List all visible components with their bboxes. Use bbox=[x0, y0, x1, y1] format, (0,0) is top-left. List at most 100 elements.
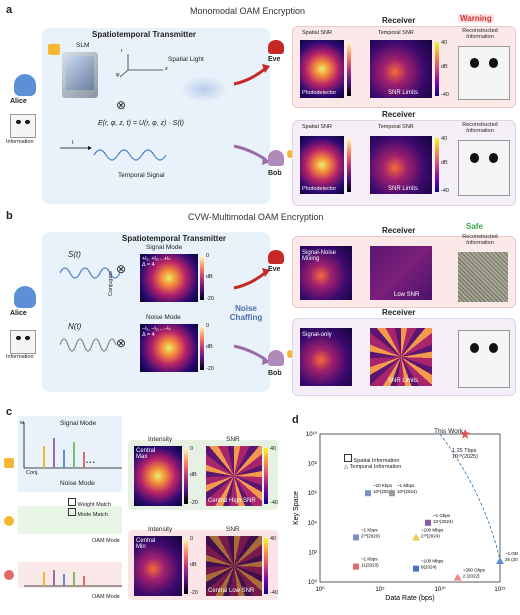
c-snr-colorbar-1 bbox=[264, 448, 268, 504]
c-snr-label-2: SNR bbox=[226, 526, 240, 533]
bob-cbar-top: 40 bbox=[441, 136, 448, 142]
temporal-signal-label: Temporal Signal bbox=[118, 172, 165, 179]
b-bob-avatar-icon bbox=[268, 350, 284, 366]
bob-reconstructed-label: Reconstructed Information bbox=[462, 122, 498, 134]
y-tick-label: 10⁰ bbox=[308, 579, 318, 586]
c-ellipsis: • • • bbox=[86, 460, 95, 466]
b-eve-receiver-title: Receiver bbox=[382, 226, 416, 235]
chart-frame bbox=[319, 433, 501, 583]
data-point-triangle bbox=[412, 533, 420, 541]
data-point-square bbox=[425, 519, 431, 526]
temporal-signal-wave bbox=[60, 146, 167, 161]
data-point-star bbox=[460, 429, 471, 439]
noise-tensor-icon: ⊗ bbox=[116, 336, 127, 350]
data-point-square bbox=[353, 534, 359, 541]
panel-c-letter: c bbox=[6, 406, 13, 418]
b-eve-temporal-map bbox=[370, 246, 432, 300]
central-low-snr-map bbox=[206, 536, 262, 596]
data-point-label: 2¹⁰(2020) bbox=[361, 533, 380, 538]
c-signal-mode-label: Signal Mode bbox=[60, 420, 97, 427]
noise-chaffing-label: Noise Chaffing bbox=[229, 304, 263, 322]
noise-mode-map bbox=[140, 324, 198, 372]
legend-temporal-label: Temporal Information bbox=[349, 464, 402, 470]
noise-colorbar bbox=[200, 326, 204, 370]
b-eve-spatial-map bbox=[300, 246, 352, 300]
data-point-triangle bbox=[453, 573, 462, 581]
data-point-square bbox=[389, 490, 395, 497]
signal-wave bbox=[60, 267, 120, 279]
safe-badge: Safe bbox=[466, 222, 483, 231]
weight-match-box bbox=[18, 506, 122, 534]
bob-key-icon bbox=[287, 150, 293, 158]
slm-label: SLM bbox=[76, 42, 90, 49]
x-tick-label: 10¹⁰ bbox=[434, 586, 446, 593]
data-point-triangle bbox=[496, 557, 504, 565]
central-max-label: Central Max bbox=[136, 448, 156, 460]
panel-b-letter: b bbox=[6, 210, 13, 222]
this-work-detail: 1.25 Tbps 10¹⁰(2025) bbox=[452, 448, 479, 460]
eve-label: Eve bbox=[268, 56, 281, 63]
data-point-label: 26 (2014) bbox=[505, 557, 518, 562]
data-point-label: ~1 Gbps bbox=[433, 513, 451, 518]
eve-avatar-icon bbox=[268, 40, 284, 54]
data-point-label: ~1 Kbps bbox=[361, 527, 378, 532]
transmitter-title: Spatiotemporal Transmitter bbox=[92, 30, 197, 39]
bob-spatial-colorbar bbox=[347, 138, 351, 192]
equation-label: E(r, φ, z, t) = U(r, φ, z) · S(t) bbox=[98, 120, 184, 127]
bob-cbar-unit: dB bbox=[441, 160, 448, 166]
c-snr-label-1: SNR bbox=[226, 436, 240, 443]
bob-spatial-snr-label: Spatial SNR bbox=[302, 124, 332, 130]
b-information-label: Information bbox=[6, 354, 34, 360]
data-point-label: ~100 Mbps bbox=[421, 559, 444, 564]
b-alice-label: Alice bbox=[10, 310, 27, 317]
data-point-square bbox=[365, 490, 371, 497]
noise-cbar-unit: dB bbox=[206, 344, 213, 350]
bob-reconstructed-image bbox=[458, 140, 510, 196]
warning-badge: Warning bbox=[458, 14, 494, 23]
bob-temporal-colorbar bbox=[435, 138, 439, 192]
b-eve-label: Eve bbox=[268, 266, 281, 273]
bob-avatar-icon bbox=[268, 150, 284, 166]
eve-reconstructed-image bbox=[458, 46, 510, 100]
bob-label: Bob bbox=[268, 170, 282, 177]
b-bob-temporal-map bbox=[370, 328, 432, 386]
bob-photodetector-label: Photodetector bbox=[302, 186, 337, 192]
eve-temporal-colorbar bbox=[435, 42, 439, 96]
information-label: Information bbox=[6, 139, 34, 145]
data-point-label: ~300 Gbps bbox=[463, 568, 486, 573]
b-eve-noise-image bbox=[458, 252, 508, 302]
b-bob-reconstructed-image bbox=[458, 330, 510, 388]
b-channel-arrows bbox=[233, 268, 270, 365]
data-point-label: ~100 Mbps bbox=[421, 527, 444, 532]
data-point-label: 10⁴(2024) bbox=[433, 519, 453, 524]
b-alice-avatar-icon bbox=[14, 286, 36, 308]
eve-cbar-unit: dB bbox=[441, 64, 448, 70]
c-snr-bottom-2: -40 bbox=[270, 590, 278, 596]
b-transmitter-title: Spatiotemporal Transmitter bbox=[122, 234, 227, 243]
bob-temporal-snr-map bbox=[370, 136, 432, 194]
bob-temporal-snr-label: Temporal SNR bbox=[378, 124, 414, 130]
noise-func-label: N(t) bbox=[68, 322, 82, 331]
c-snr-top-1: 40 bbox=[270, 446, 277, 452]
eve-snr-limits-label: SNR Limits bbox=[388, 90, 419, 96]
panel-b-title: CVW-Multimodal OAM Encryption bbox=[188, 212, 324, 222]
c-conj-label: Conj. bbox=[26, 470, 39, 476]
data-point-label: 2 (2022) bbox=[463, 574, 480, 579]
noise-wave bbox=[60, 338, 117, 352]
signal-cbar-bottom: -20 bbox=[206, 296, 214, 302]
x-tick-label: 10⁵ bbox=[375, 586, 385, 593]
mismatch-spectrum bbox=[24, 570, 122, 587]
y-axis-label: Key Space bbox=[293, 491, 300, 525]
data-point-label: 10⁶(2024) bbox=[397, 489, 417, 494]
c-int-unit-1: dB bbox=[190, 472, 197, 478]
data-point-square bbox=[413, 565, 419, 572]
eve-spatial-snr-map bbox=[300, 40, 344, 98]
signal-func-label: S(t) bbox=[68, 250, 81, 259]
noise-cbar-bottom: -20 bbox=[206, 366, 214, 372]
bob-spatial-snr-map bbox=[300, 136, 344, 194]
c-noise-mode-label: Noise Mode bbox=[60, 480, 95, 487]
b-bob-key-icon bbox=[287, 350, 293, 358]
eve-spatial-snr-label: Spatial SNR bbox=[302, 30, 332, 36]
tensor-product-icon: ⊗ bbox=[116, 98, 127, 112]
